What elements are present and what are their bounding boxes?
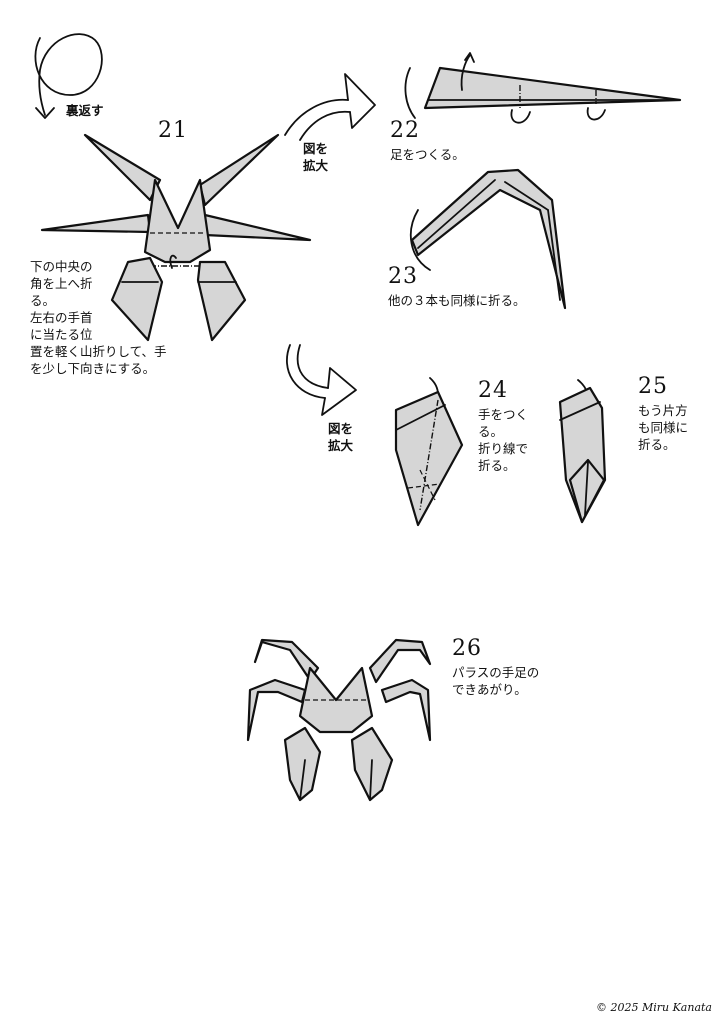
step23-figure <box>409 168 567 310</box>
step25-instruction: もう片方 も同様に 折る。 <box>638 403 689 452</box>
step21-figure <box>40 133 312 342</box>
step26-number: 26 <box>452 636 482 661</box>
step22-figure <box>404 52 682 124</box>
zoom-arrow-2-icon <box>286 344 357 416</box>
step26-figure <box>246 638 432 802</box>
step25-number: 25 <box>638 374 668 399</box>
copyright-notice: © 2025 Miru Kanata <box>595 1001 712 1014</box>
flip-arrow-icon <box>34 33 103 119</box>
zoom-label-2: 図を 拡大 <box>328 421 354 453</box>
step25-figure <box>558 379 607 524</box>
flip-label: 裏返す <box>66 103 104 118</box>
step23-instruction: 他の３本も同様に折る。 <box>388 293 526 308</box>
step22-instruction: 足をつくる。 <box>390 147 465 162</box>
step21-number: 21 <box>158 118 188 143</box>
step24-number: 24 <box>478 378 508 403</box>
step24-figure <box>394 377 464 527</box>
step22-number: 22 <box>390 118 420 143</box>
step24-instruction: 手をつく る。 折り線で 折る。 <box>478 407 529 473</box>
step21-instruction: 下の中央の 角を上へ折 る。 左右の手首 に当たる位 置を軽く山折りして、手 を… <box>30 259 167 376</box>
zoom-arrow-1-icon <box>284 73 376 141</box>
step23-number: 23 <box>388 264 418 289</box>
step26-instruction: パラスの手足の できあがり。 <box>452 665 540 697</box>
zoom-label-1: 図を 拡大 <box>303 141 329 173</box>
